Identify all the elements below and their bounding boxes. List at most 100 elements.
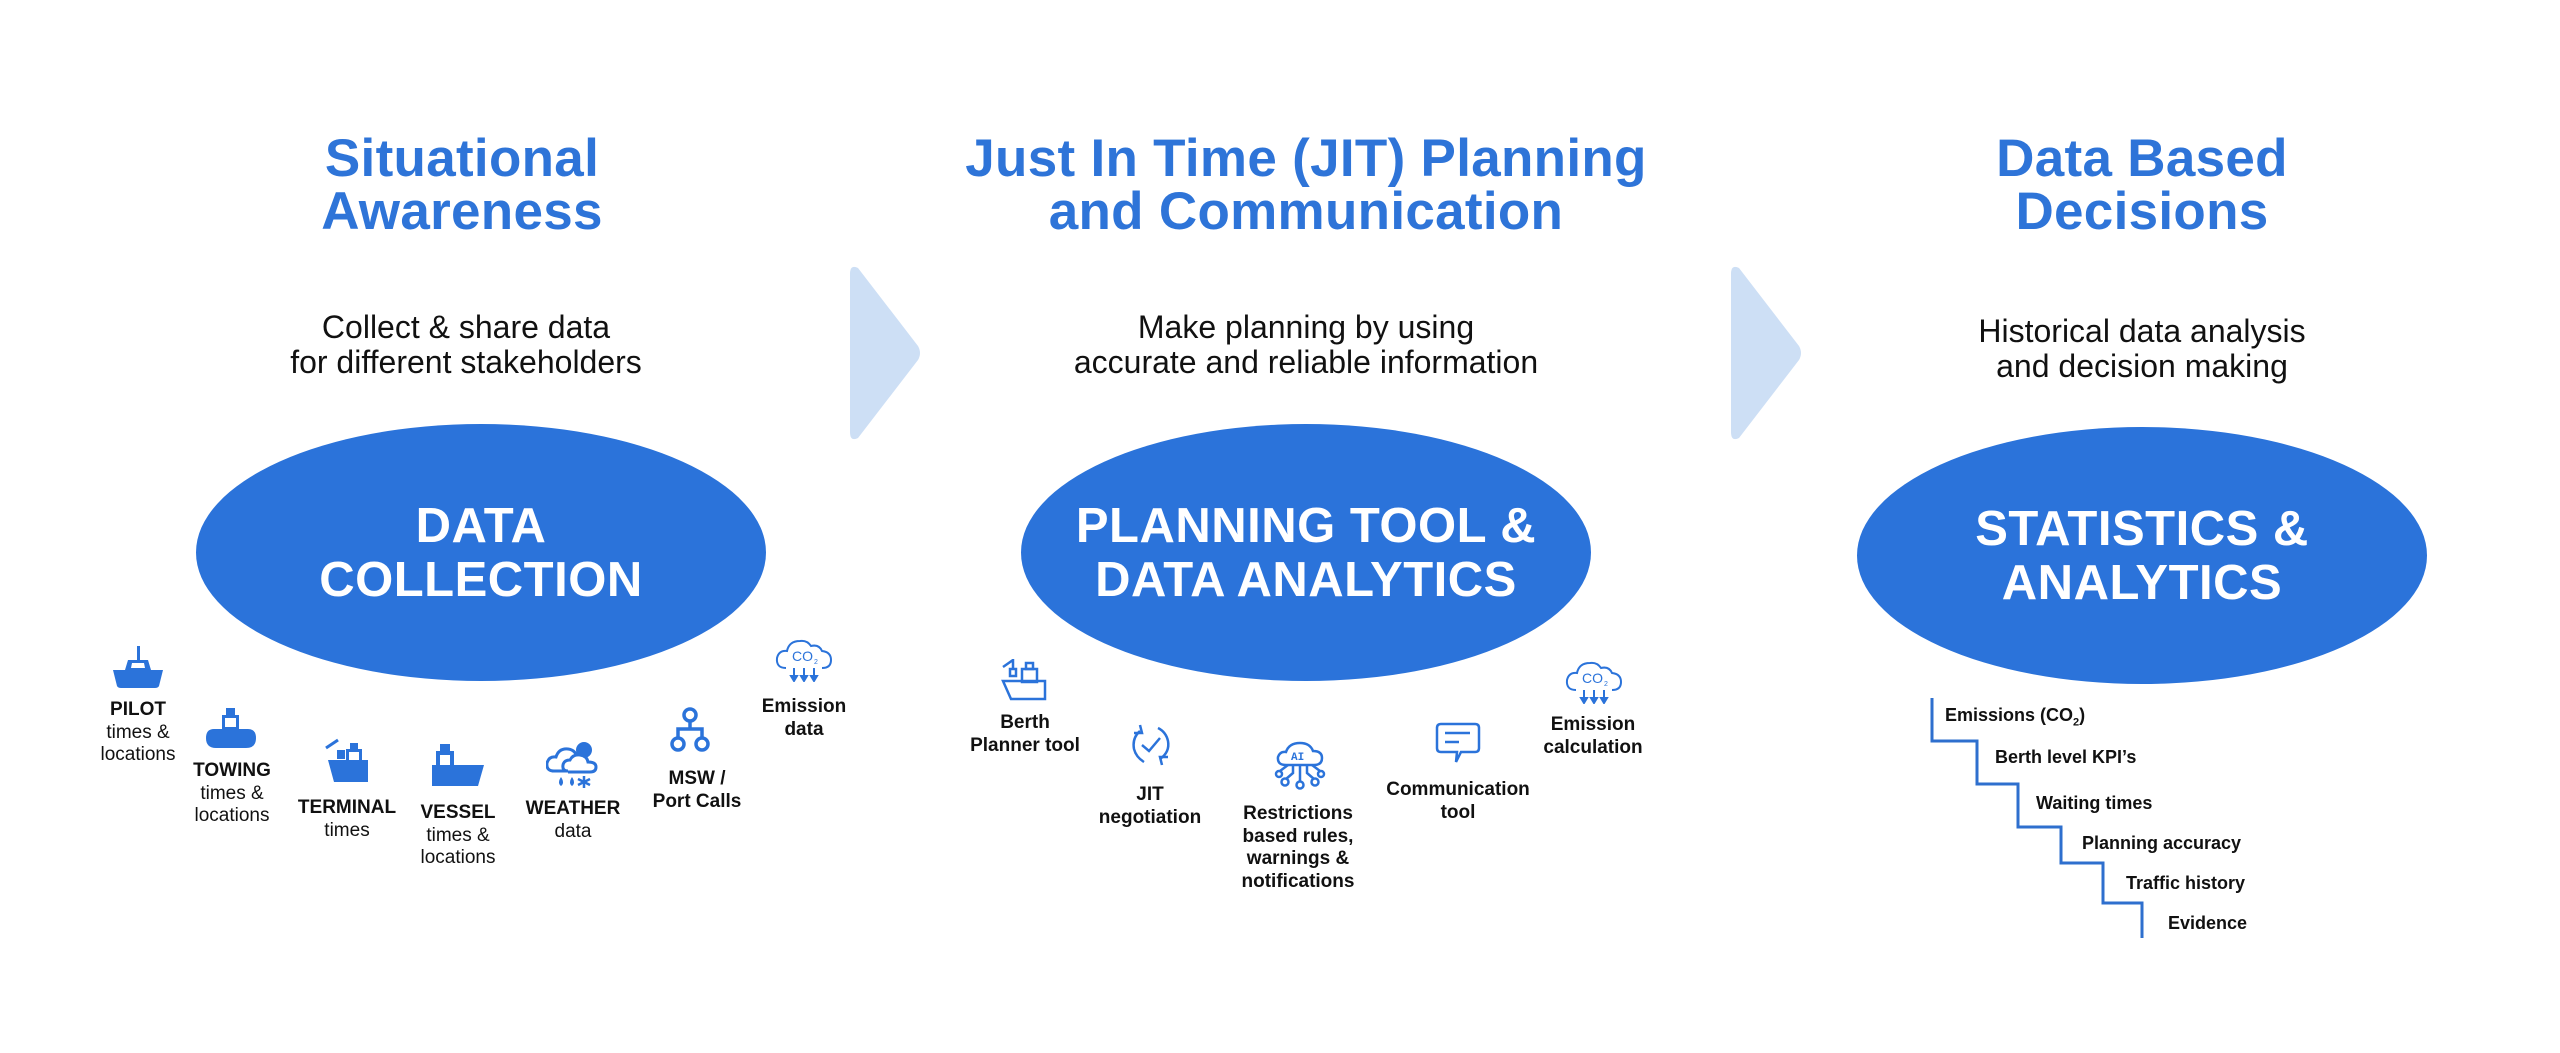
subscript: 2 [2073,716,2080,729]
towing-item: TOWING times & locations [132,760,332,828]
chat-icon [1435,722,1481,763]
weather-icon [546,742,598,788]
stair-item-planning-accuracy: Planning accuracy [2082,832,2241,854]
item-line: calculation [1543,736,1643,758]
item-line: negotiation [1098,806,1202,828]
column-1-subtitle: Collect & share data for different stake… [116,310,816,380]
item-line: Restrictions [1243,803,1353,824]
item-line: times & [426,824,490,846]
item-title: VESSEL [420,802,496,823]
item-line: locations [100,744,176,765]
item-line: times & [106,721,170,743]
item-line: times [324,819,370,841]
stair-label: Emissions (CO [1945,705,2074,725]
subtitle-line: for different stakeholders [290,344,642,380]
svg-text:CO: CO [792,648,813,664]
item-line: times & [200,782,264,804]
arrow-right-icon [850,266,920,440]
arrow-right-icon [1731,266,1801,440]
stair-label: Berth level KPI’s [1995,747,2137,767]
column-2-title: Just In Time (JIT) Planning and Communic… [856,132,1756,238]
item-line: data [554,820,592,842]
stair-item-traffic-history: Traffic history [2126,872,2245,894]
title-line: Situational [324,129,600,188]
svg-text:2: 2 [814,659,818,666]
sync-check-icon [1132,724,1170,766]
item-line: locations [420,847,496,868]
co2-cloud-icon: CO 2 [775,639,833,682]
staircase-line [1930,698,2144,938]
ai-cloud-icon: AI [1274,741,1326,790]
pilot-boat-icon [113,646,163,688]
item-line: locations [194,805,270,826]
item-title: TOWING [193,760,271,781]
item-title: Port Calls [652,790,742,812]
oval-line: ANALYTICS [2001,555,2283,610]
stair-label: Waiting times [2036,793,2153,813]
berth-planner-item: Berth Planner tool [925,712,1125,757]
towing-boat-icon [206,708,256,748]
emission-data-item: Emission data [704,696,904,741]
item-line: Planner tool [970,734,1080,756]
item-line: tool [1440,801,1476,823]
msw-port-calls-item: MSW / Port Calls [597,768,797,813]
item-title: Emission [761,696,847,717]
berth-planner-icon [1001,659,1047,701]
column-1-title: Situational Awareness [12,132,912,238]
item-title: TERMINAL [297,797,397,818]
oval-line: PLANNING TOOL & [1075,498,1537,553]
stair-label-suffix: ) [2079,705,2086,725]
column-3-title: Data Based Decisions [1692,132,2560,238]
co2-cloud-icon: CO 2 [1565,661,1623,704]
planning-tool-oval: PLANNING TOOL & DATA ANALYTICS [1021,424,1591,681]
oval-line: COLLECTION [319,552,643,607]
jit-negotiation-item: JIT negotiation [1050,784,1250,829]
title-line: and Communication [1048,182,1564,241]
oval-line: DATA [415,498,547,553]
stair-item-berth-kpis: Berth level KPI’s [1995,746,2136,768]
stair-label: Traffic history [2126,873,2246,893]
item-line: JIT [1136,784,1164,805]
communication-tool-item: Communication tool [1358,779,1558,824]
data-collection-oval: DATA COLLECTION [196,424,766,681]
restrictions-item: Restrictions based rules, warnings & not… [1198,803,1398,893]
item-line: notifications [1241,870,1355,892]
item-line: warnings & [1246,848,1350,869]
title-line: Just In Time (JIT) Planning [965,129,1647,188]
subtitle-line: accurate and reliable information [1073,344,1539,380]
item-title: WEATHER [525,798,621,819]
vessel-item: VESSEL times & locations [358,802,558,870]
svg-text:AI: AI [1291,752,1304,764]
oval-line: STATISTICS & [1975,501,2309,556]
stair-item-emissions: Emissions (CO2) [1945,704,2085,734]
title-line: Decisions [2015,182,2269,241]
stair-label: Evidence [2168,913,2248,933]
subtitle-line: Make planning by using [1137,309,1475,345]
stair-item-evidence: Evidence [2168,912,2247,934]
stair-item-waiting-times: Waiting times [2036,792,2152,814]
title-line: Awareness [321,182,603,241]
item-title: PILOT [110,699,166,720]
network-icon [670,707,710,752]
svg-text:2: 2 [1604,681,1608,688]
terminal-ship-icon [325,738,368,782]
subtitle-line: Historical data analysis [1978,313,2306,349]
emission-calculation-item: Emission calculation [1493,714,1693,759]
svg-text:CO: CO [1582,670,1603,686]
item-line: Emission [1550,714,1636,735]
title-line: Data Based [1996,129,2288,188]
oval-line: DATA ANALYTICS [1095,552,1517,607]
subtitle-line: Collect & share data [321,309,611,345]
pilot-item: PILOT times & locations [38,699,238,767]
item-title: data [784,718,824,740]
weather-item: WEATHER data [473,798,673,843]
column-3-subtitle: Historical data analysis and decision ma… [1792,314,2492,384]
stair-label: Planning accuracy [2082,833,2242,853]
statistics-analytics-oval: STATISTICS & ANALYTICS [1857,427,2427,684]
vessel-icon [432,744,484,786]
subtitle-line: and decision making [1996,348,2288,384]
item-line: Berth [1000,712,1050,733]
item-line: Communication [1386,779,1530,800]
column-2-subtitle: Make planning by using accurate and reli… [956,310,1656,380]
item-title: MSW / [668,768,726,789]
